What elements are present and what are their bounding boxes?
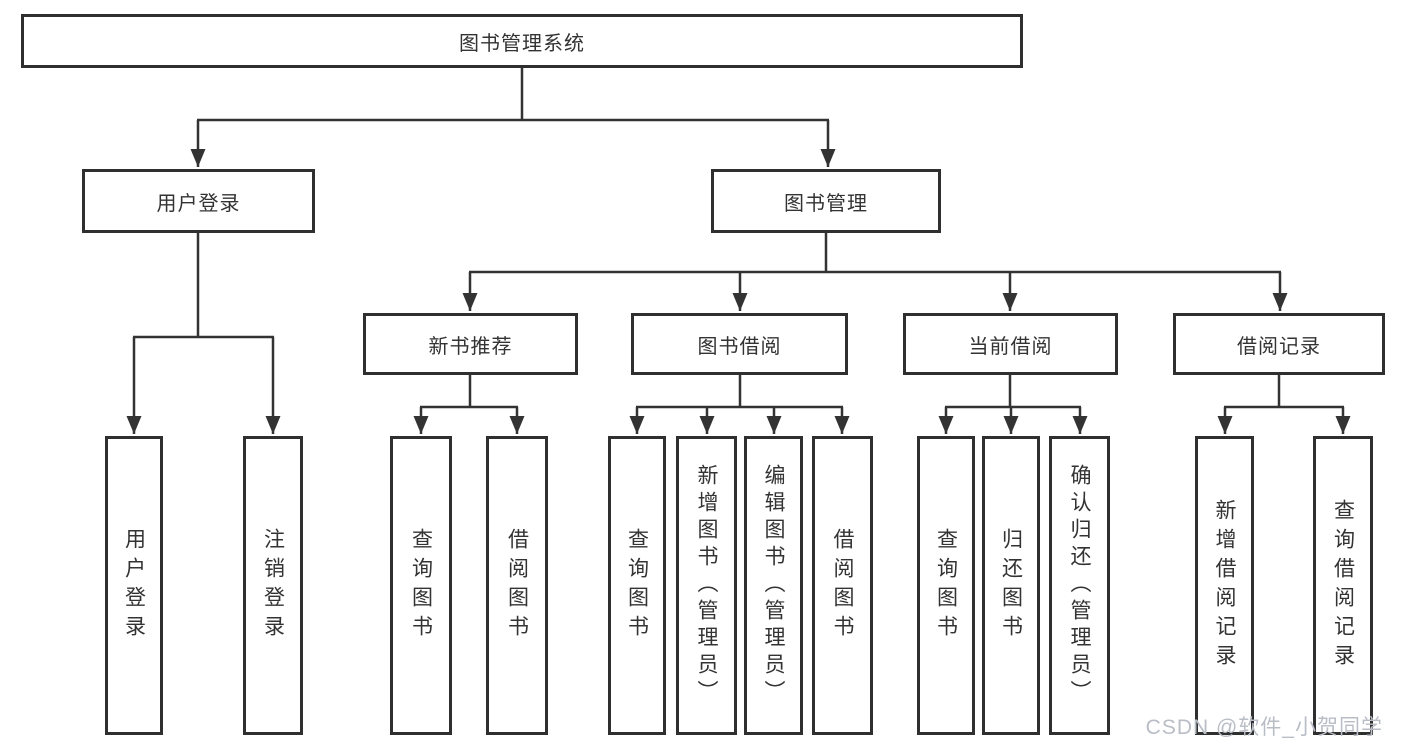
node-new-book-recommendation-label: 新书推荐 xyxy=(428,335,513,358)
leaf-borrow-books-1-label: 借阅图书 xyxy=(505,527,529,644)
leaf-query-borrow-record: 查询借阅记录 xyxy=(1313,436,1373,735)
watermark: CSDN @软件_小贺同学 xyxy=(1145,716,1383,739)
leaf-query-books-2-label: 查询图书 xyxy=(625,527,649,644)
node-root-label: 图书管理系统 xyxy=(459,32,585,55)
node-current-borrowing: 当前借阅 xyxy=(903,313,1118,375)
node-current-borrowing-label: 当前借阅 xyxy=(968,335,1053,358)
leaf-logout-label: 注销登录 xyxy=(261,527,285,644)
leaf-return-book: 归还图书 xyxy=(982,436,1040,735)
leaf-query-books-3: 查询图书 xyxy=(917,436,975,735)
node-book-borrowing-label: 图书借阅 xyxy=(697,335,782,358)
leaf-add-book-admin-label: 新增图书（管理员） xyxy=(695,464,718,707)
leaf-confirm-return-admin-label: 确认归还（管理员） xyxy=(1068,464,1091,707)
node-user-login-label: 用户登录 xyxy=(156,192,241,215)
leaf-query-books-1-label: 查询图书 xyxy=(409,527,433,644)
leaf-query-borrow-record-label: 查询借阅记录 xyxy=(1331,498,1355,673)
leaf-borrow-books-2-label: 借阅图书 xyxy=(831,527,854,644)
node-book-borrowing: 图书借阅 xyxy=(631,313,848,375)
leaf-query-books-1: 查询图书 xyxy=(390,436,452,735)
node-root: 图书管理系统 xyxy=(21,14,1023,68)
leaf-query-books-3-label: 查询图书 xyxy=(934,527,958,644)
node-book-management-label: 图书管理 xyxy=(784,192,868,215)
leaf-add-borrow-record-label: 新增借阅记录 xyxy=(1213,498,1236,673)
leaf-return-book-label: 归还图书 xyxy=(999,527,1023,644)
leaf-add-borrow-record: 新增借阅记录 xyxy=(1195,436,1254,735)
leaf-add-book-admin: 新增图书（管理员） xyxy=(676,436,737,735)
node-borrowing-records: 借阅记录 xyxy=(1173,313,1385,375)
node-user-login: 用户登录 xyxy=(82,169,315,233)
leaf-borrow-books-2: 借阅图书 xyxy=(812,436,873,735)
leaf-edit-book-admin-label: 编辑图书（管理员） xyxy=(762,464,785,707)
leaf-edit-book-admin: 编辑图书（管理员） xyxy=(744,436,803,735)
node-new-book-recommendation: 新书推荐 xyxy=(363,313,578,375)
leaf-logout: 注销登录 xyxy=(243,436,303,735)
leaf-user-login: 用户登录 xyxy=(105,436,163,735)
node-book-management: 图书管理 xyxy=(711,169,941,233)
leaf-borrow-books-1: 借阅图书 xyxy=(486,436,548,735)
leaf-query-books-2: 查询图书 xyxy=(608,436,666,735)
node-borrowing-records-label: 借阅记录 xyxy=(1237,335,1321,358)
leaf-confirm-return-admin: 确认归还（管理员） xyxy=(1049,436,1110,735)
leaf-user-login-label: 用户登录 xyxy=(122,527,146,644)
